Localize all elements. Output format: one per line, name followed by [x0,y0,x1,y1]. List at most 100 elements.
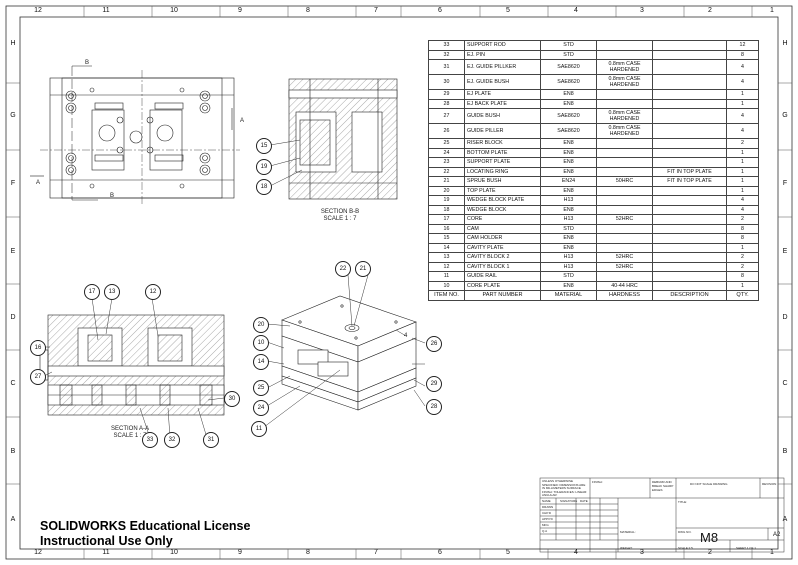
bom-cell: 11 [428,271,465,282]
zone-label: 1 [770,549,774,556]
balloon-callout[interactable]: 12 [145,284,161,300]
balloon-callout[interactable]: 11 [251,421,267,437]
title-block-finish: FINISH: [592,480,603,484]
bom-cell [652,89,727,100]
balloon-callout[interactable]: 25 [253,380,269,396]
zone-label: D [782,314,788,321]
bom-cell [596,271,653,282]
bom-cell: 4 [726,204,759,215]
bom-cell: 20 [428,185,465,196]
bom-cell: EN8 [540,89,597,100]
bom-header-cell: HARDNESS [596,290,653,301]
zone-label: H [10,40,16,47]
balloon-callout[interactable]: 33 [142,432,158,448]
balloon-callout[interactable]: 10 [253,335,269,351]
balloon-callout[interactable]: 17 [84,284,100,300]
bom-cell [596,195,653,206]
bom-cell: LOCATING RING [464,166,541,177]
bom-cell: EJ. GUIDE PILLKER [464,59,541,75]
section-mark-a: A [36,180,41,186]
zone-label: 8 [306,549,310,556]
title-block-material: MATERIAL: [620,530,636,534]
bom-cell: 1 [726,176,759,187]
bom-cell [652,108,727,124]
license-watermark: SOLIDWORKS Educational License Instructi… [40,519,250,549]
zone-label: 9 [238,7,242,14]
zone-label: 5 [506,549,510,556]
balloon-callout[interactable]: 31 [203,432,219,448]
bom-cell: 13 [428,252,465,263]
isometric-view [281,295,417,411]
balloon-callout[interactable]: 19 [256,159,272,175]
balloon-callout[interactable]: 20 [253,317,269,333]
bom-cell: 10 [428,280,465,291]
bom-cell [652,157,727,168]
zone-label: E [10,248,16,255]
balloon-callout[interactable]: 14 [253,354,269,370]
bom-cell: EN8 [540,233,597,244]
bom-cell: EJ PLATE [464,89,541,100]
bom-cell: EN8 [540,242,597,253]
title-block-deburr: DEBURR AND BREAK SHARP EDGES [652,480,674,492]
balloon-callout[interactable]: 22 [335,261,351,277]
zone-label: D [10,314,16,321]
section-bb-title: SECTION B-B [320,209,360,215]
bom-cell: 0.8mm CASE HARDENED [596,108,653,124]
bom-cell: EN8 [540,157,597,168]
bom-cell [596,185,653,196]
zone-label: 3 [640,7,644,14]
bom-cell [596,147,653,158]
bom-cell: 2 [726,138,759,149]
title-block-title-label: TITLE: [678,500,688,504]
bom-cell: CAVITY BLOCK 2 [464,252,541,263]
balloon-callout[interactable]: 18 [256,179,272,195]
bom-cell: 4 [726,74,759,90]
balloon-callout[interactable]: 29 [426,376,442,392]
bom-cell [652,271,727,282]
bom-cell: EN24 [540,176,597,187]
title-block-header: SIGNATURE [560,499,578,503]
balloon-callout[interactable]: 30 [224,391,240,407]
bom-cell: GUIDE BUSH [464,108,541,124]
balloon-callout[interactable]: 28 [426,399,442,415]
bom-cell: RISER BLOCK [464,138,541,149]
bom-cell [652,59,727,75]
bom-cell: EN8 [540,185,597,196]
balloon-callout[interactable]: 21 [355,261,371,277]
bom-cell: CORE [464,214,541,225]
title-block-frame [539,477,785,553]
balloon-callout[interactable]: 32 [164,432,180,448]
title-block-row-label: MFG [542,523,549,527]
balloon-callout[interactable]: 27 [30,369,46,385]
balloon-callout[interactable]: 13 [104,284,120,300]
balloon-callout[interactable]: 26 [426,336,442,352]
bom-cell: 25 [428,138,465,149]
bom-cell [652,185,727,196]
balloon-callout[interactable]: 24 [253,400,269,416]
title-block-row-label: DRAWN [542,505,554,509]
bom-cell [652,233,727,244]
zone-label: 2 [708,7,712,14]
bom-cell: BOTTOM PLATE [464,147,541,158]
bom-cell: FIT IN TOP PLATE [652,176,727,187]
bom-cell: EN8 [540,166,597,177]
bom-cell: WEDGE BLOCK PLATE [464,195,541,206]
balloon-callout[interactable]: 15 [256,138,272,154]
bom-cell [652,195,727,206]
bom-cell: 1 [726,280,759,291]
bom-cell: TOP PLATE [464,185,541,196]
zone-label: 11 [102,7,110,14]
balloon-callout[interactable]: 16 [30,340,46,356]
